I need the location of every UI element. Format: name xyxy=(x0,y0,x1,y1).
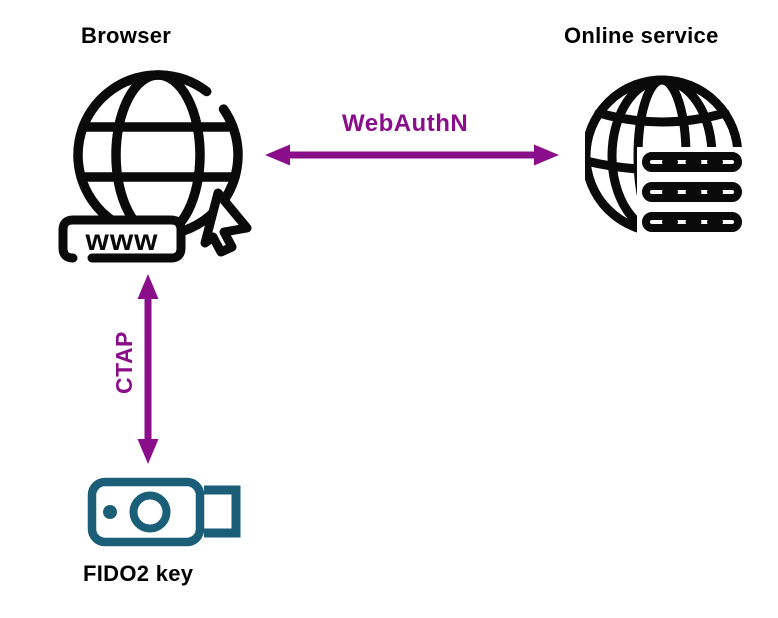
arrowhead-left xyxy=(265,144,290,166)
fido2-key-icon xyxy=(87,477,241,547)
ctap-arrow xyxy=(137,274,159,464)
www-badge: www xyxy=(58,215,186,263)
arrowhead-bottom xyxy=(137,439,159,464)
webauthn-edge-label: WebAuthN xyxy=(342,110,469,137)
usb-connector xyxy=(204,485,241,538)
server-stack-icon xyxy=(637,147,747,237)
key-body xyxy=(87,477,205,547)
browser-icon: www xyxy=(58,70,252,263)
fido2-key-label: FIDO2 key xyxy=(83,561,194,586)
arrowhead-top xyxy=(137,274,159,299)
key-button-ring xyxy=(129,491,171,533)
arrowhead-right xyxy=(534,144,559,166)
cursor-icon xyxy=(200,188,252,257)
key-led-dot xyxy=(103,505,117,519)
www-text: www xyxy=(84,224,158,257)
webauthn-arrow xyxy=(265,144,559,166)
browser-label: Browser xyxy=(81,23,172,48)
online-service-icon xyxy=(585,75,747,237)
online-service-label: Online service xyxy=(564,23,719,48)
